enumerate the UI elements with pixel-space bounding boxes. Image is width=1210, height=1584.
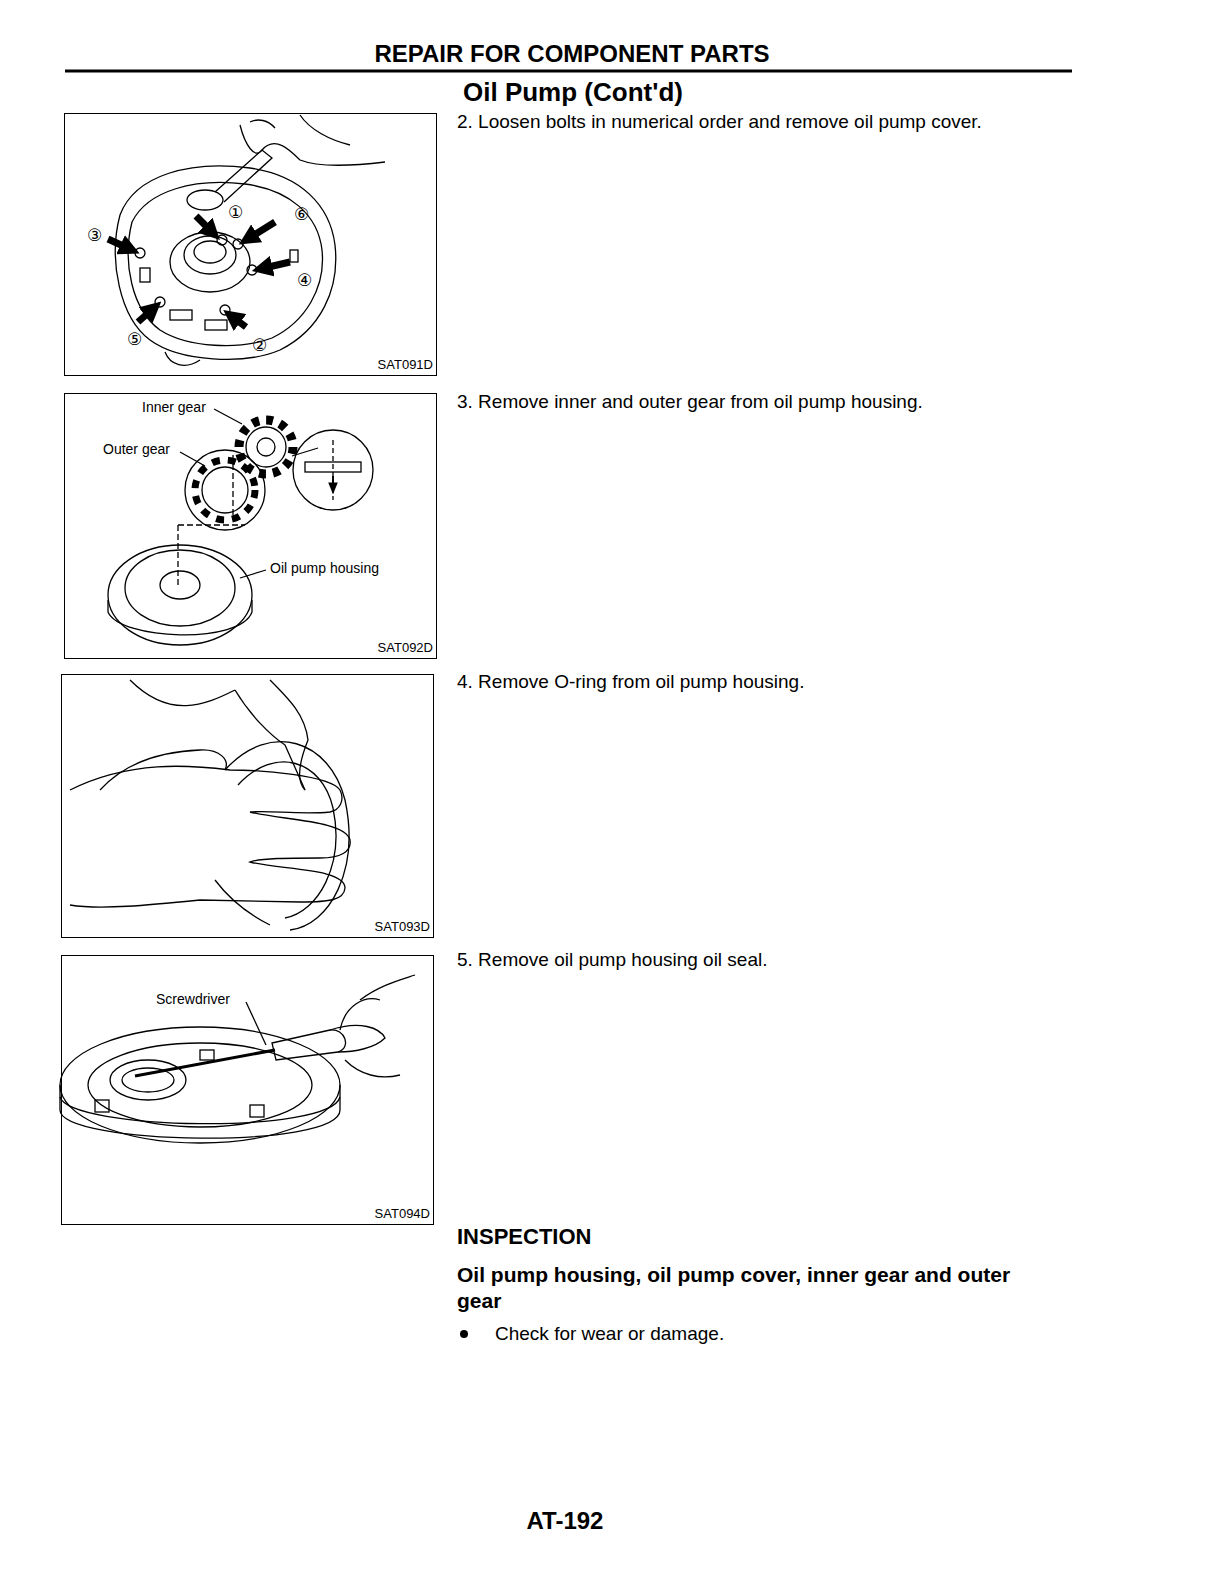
header-rule <box>65 70 1072 73</box>
callout-number: ④ <box>297 271 312 290</box>
bullet-dot <box>460 1330 468 1338</box>
callout-number: ① <box>228 203 243 222</box>
bullet-text: Check for wear or damage. <box>495 1322 724 1346</box>
callout-arrows <box>108 216 290 327</box>
page-number: AT-192 <box>527 1506 604 1536</box>
figure-code: SAT094D <box>375 1207 430 1221</box>
section-title: Oil Pump (Cont'd) <box>463 76 683 109</box>
figure-code: SAT091D <box>378 358 433 372</box>
figure-code: SAT092D <box>378 641 433 655</box>
subheading: Oil pump housing, oil pump cover, inner … <box>457 1262 1057 1315</box>
figure-panel: Inner gearOuter gearOil pump housingSAT0… <box>64 393 437 659</box>
section-heading: INSPECTION <box>457 1223 591 1251</box>
part-label: Oil pump housing <box>270 561 379 576</box>
callout-number: ③ <box>87 226 102 245</box>
part-label: Outer gear <box>103 442 170 457</box>
step-text: 4. Remove O-ring from oil pump housing. <box>457 670 804 694</box>
callout-number: ⑤ <box>127 330 142 349</box>
part-label: Inner gear <box>142 400 206 415</box>
figure-panel: ScrewdriverSAT094D <box>61 955 434 1225</box>
step-text: 5. Remove oil pump housing oil seal. <box>457 948 768 972</box>
callout-number: ⑥ <box>294 205 309 224</box>
page-header: REPAIR FOR COMPONENT PARTS <box>374 40 769 68</box>
callout-number: ② <box>252 336 267 355</box>
oil-seal-figure <box>60 975 415 1143</box>
step-text: 2. Loosen bolts in numerical order and r… <box>457 110 982 134</box>
figure-code: SAT093D <box>375 920 430 934</box>
pump-cover-figure <box>115 115 385 365</box>
figure-panel: SAT093D <box>61 674 434 938</box>
part-label: Screwdriver <box>156 992 230 1007</box>
step-text: 3. Remove inner and outer gear from oil … <box>457 390 923 414</box>
o-ring-figure <box>70 680 350 930</box>
figure-panel: ① ⑥ ③ ④ ⑤ ② SAT091D <box>64 113 437 376</box>
